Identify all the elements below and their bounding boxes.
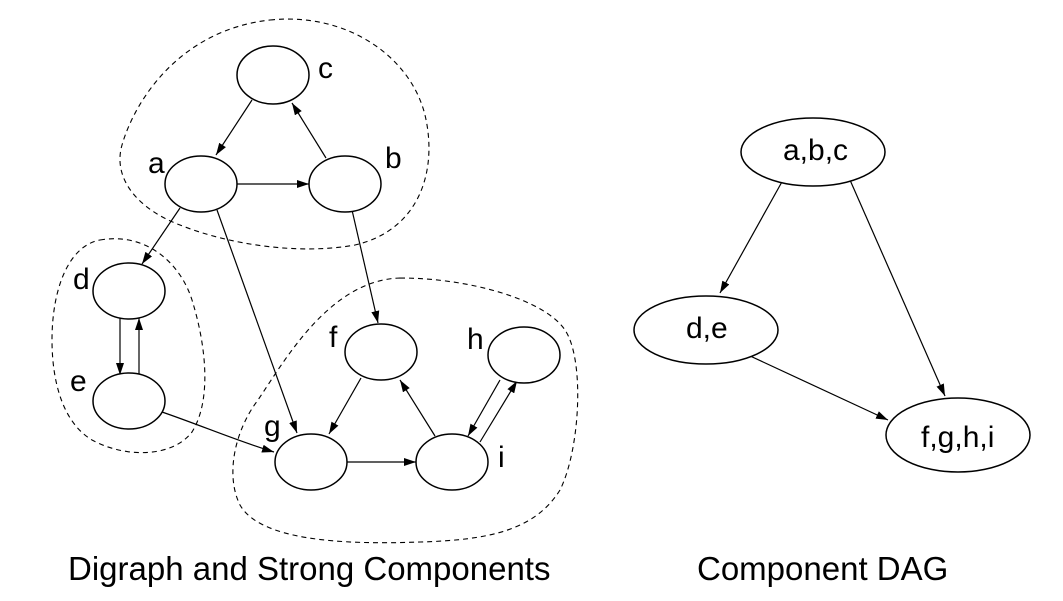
edge-a-to-d [141,207,181,265]
dag-edge-abc-to-de [719,179,784,294]
edge-i-to-h [479,380,518,443]
caption-right: Component DAG [697,550,948,587]
component-dag-edges [719,179,946,421]
component-dag-labels: a,b,c d,e f,g,h,i [686,134,994,454]
label-d: d [73,263,90,296]
node-b [308,155,382,213]
label-g: g [264,410,281,443]
component-hull-abc [119,18,430,250]
edge-c-to-a [215,99,253,156]
component-hull-de [51,238,206,454]
component-hulls [51,18,579,544]
label-b: b [385,142,402,175]
edge-e-to-g [161,411,275,453]
dag-label-abc: a,b,c [783,134,848,167]
dag-label-fghi: f,g,h,i [921,421,994,454]
edge-b-to-f [351,209,380,324]
caption-left: Digraph and Strong Components [68,550,550,587]
node-e [92,372,166,430]
edge-h-to-i [467,379,501,437]
edge-a-to-g [216,209,298,434]
node-a [164,155,238,213]
digraph-nodes [92,45,561,491]
dag-label-de: d,e [686,312,728,345]
label-a: a [148,147,165,180]
component-hull-fghi [232,277,579,544]
label-i: i [498,441,505,474]
label-e: e [70,365,87,398]
node-h [487,326,561,384]
node-g [274,433,348,491]
dag-edge-de-to-fghi [747,354,889,421]
node-f [344,323,418,381]
edge-f-to-g [328,377,362,435]
dag-node-de [633,295,779,365]
digraph-labels: c a b d e f h g i [70,52,505,474]
label-f: f [329,321,338,354]
component-dag-nodes [633,117,1031,473]
edge-i-to-f [399,379,436,437]
dag-node-fghi [885,397,1031,473]
node-d [92,262,166,320]
node-i [415,433,489,491]
digraph-edges [116,99,518,466]
label-h: h [467,323,484,356]
dag-edge-abc-to-fghi [849,179,946,397]
node-c [236,45,310,105]
label-c: c [318,52,333,85]
edge-b-to-c [291,102,327,159]
dag-node-abc [740,117,886,187]
